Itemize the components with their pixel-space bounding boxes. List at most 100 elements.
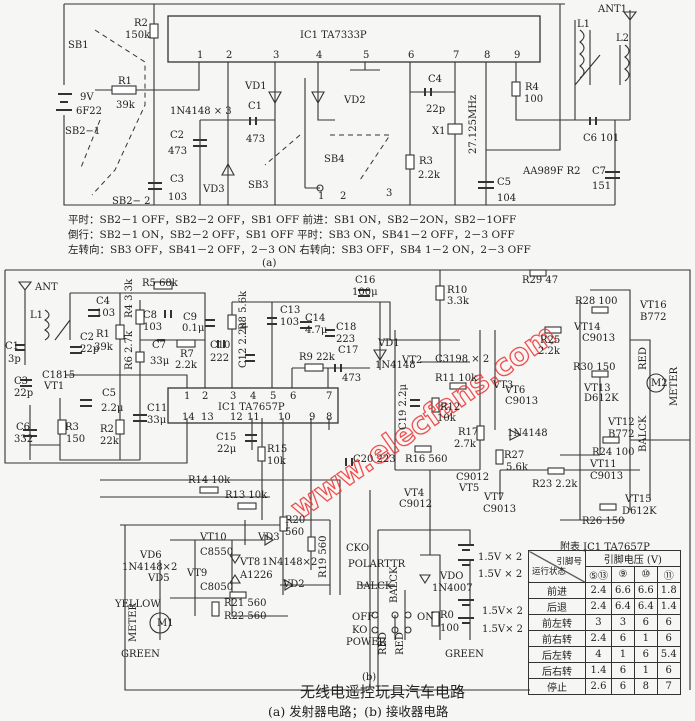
component-label: VT10 (199, 532, 227, 543)
state-cell: 后右转 (528, 662, 586, 679)
motor-m1-symbol (149, 612, 171, 634)
pin-label: 8 (326, 412, 332, 423)
component-label: 2 (340, 191, 346, 202)
component-label: R24 100 (592, 447, 635, 458)
voltage-cell: 4 (585, 646, 612, 663)
component-label: 473 (168, 146, 187, 157)
component-label: 22μ (217, 444, 237, 455)
pin-label: 2 (226, 50, 232, 61)
component-label: C5 (497, 177, 511, 188)
component-label: R9 22k (299, 352, 336, 363)
component-label: C2 (80, 332, 94, 343)
voltage-cell: 7 (656, 678, 681, 695)
component-label: 22p (14, 388, 33, 399)
component-label: R12 (440, 402, 460, 413)
component-label: 223 (336, 334, 355, 345)
component-label: 33μ (147, 415, 167, 426)
component-label: C13 (280, 305, 300, 316)
antenna-label: ANT1 (597, 4, 627, 15)
circuit-b-ic-pins: 1 2 3 4 5 6 7 14 13 12 11 10 9 8 IC1 TA7… (182, 391, 332, 423)
component-label: 3.3k (447, 296, 470, 307)
ic1-label: IC1 TA7333P (300, 30, 367, 41)
component-label: C14 (305, 313, 325, 324)
voltage-cell: 5.4 (656, 646, 681, 663)
component-label: R1 (96, 329, 110, 340)
circuit-b-wires (4, 269, 691, 691)
voltage-cell: 1 (633, 630, 658, 647)
state-cell: 停止 (528, 678, 586, 695)
component-label: ANT (34, 282, 58, 293)
component-label: ON (417, 612, 434, 623)
component-label: VT12 (607, 417, 635, 428)
voltage-cell: 2.4 (585, 630, 612, 647)
pin-label: 5 (270, 391, 276, 402)
pin-label: 9 (514, 50, 520, 61)
component-label: 104 (497, 193, 516, 204)
pin-label: 10 (278, 412, 291, 423)
component-label: D612K (622, 506, 657, 517)
component-label: R22 560 (224, 611, 267, 622)
pin-label: 9 (309, 412, 315, 423)
component-label: R7 (180, 349, 194, 360)
component-label: C11 (147, 403, 167, 414)
component-label: 2.7k (454, 439, 477, 450)
component-label: C7 (592, 166, 606, 177)
component-label: 1 (318, 191, 324, 202)
component-label: C9013 (505, 396, 538, 407)
component-label: R15 (267, 444, 287, 455)
component-label: 3 (386, 188, 392, 199)
component-label: C4 (96, 296, 110, 307)
component-label: C5 (102, 388, 116, 399)
component-label: 22p (80, 344, 99, 355)
component-label: R16 560 (405, 454, 448, 465)
component-label: 473 (246, 134, 265, 145)
component-label: C4 (428, 74, 442, 85)
component-label: VD6 (139, 550, 162, 561)
component-label: C9013 (590, 471, 623, 482)
component-label: 222 (210, 353, 229, 364)
component-label: 560 (285, 527, 304, 538)
pin-label: 11 (247, 412, 260, 423)
state-cell: 前进 (528, 582, 586, 599)
caption-b: (b) (362, 672, 376, 683)
circuit-a-wires (56, 3, 638, 206)
component-label: C1 (248, 101, 262, 112)
pin-label: 8 (484, 50, 490, 61)
voltage-cell: 6.6 (610, 582, 635, 599)
voltage-cell: 6 (656, 614, 681, 631)
component-label: 39k (94, 342, 114, 353)
component-label: C17 (338, 345, 358, 356)
component-label: R13 10k (225, 490, 268, 501)
component-label: VD3 (257, 532, 280, 543)
figure-subtitle: (a) 发射器电路；(b) 接收器电路 (268, 704, 449, 719)
component-label: C6 101 (583, 133, 619, 144)
component-label: R19 560 (318, 535, 329, 578)
state-cell: 前左转 (528, 614, 586, 631)
column-header: ⑨ (610, 566, 635, 583)
component-label: 1N4148×2 (262, 557, 317, 568)
component-label: SB4 (324, 154, 345, 165)
component-label: 100μ (352, 287, 378, 298)
component-label: 150 (66, 434, 85, 445)
component-label: C1815 (42, 370, 75, 381)
component-label: R20 (285, 515, 305, 526)
component-label: C8550 (200, 547, 233, 558)
component-label: 22p (426, 104, 445, 115)
component-label: 473 (342, 373, 361, 384)
corner-bottom-label: 运行状态 (532, 566, 567, 577)
component-label: R26 150 (582, 516, 625, 527)
note-line: 左转向：SB3 OFF，SB41－2 OFF，2－3 ON 右转向：SB3 OF… (68, 243, 531, 256)
component-label: 103 (280, 317, 299, 328)
component-label: POWER (346, 637, 387, 648)
table-title: 附表 IC1 TA7657P (560, 542, 650, 553)
state-cell: 前右转 (528, 630, 586, 647)
component-label: 39k (116, 100, 136, 111)
